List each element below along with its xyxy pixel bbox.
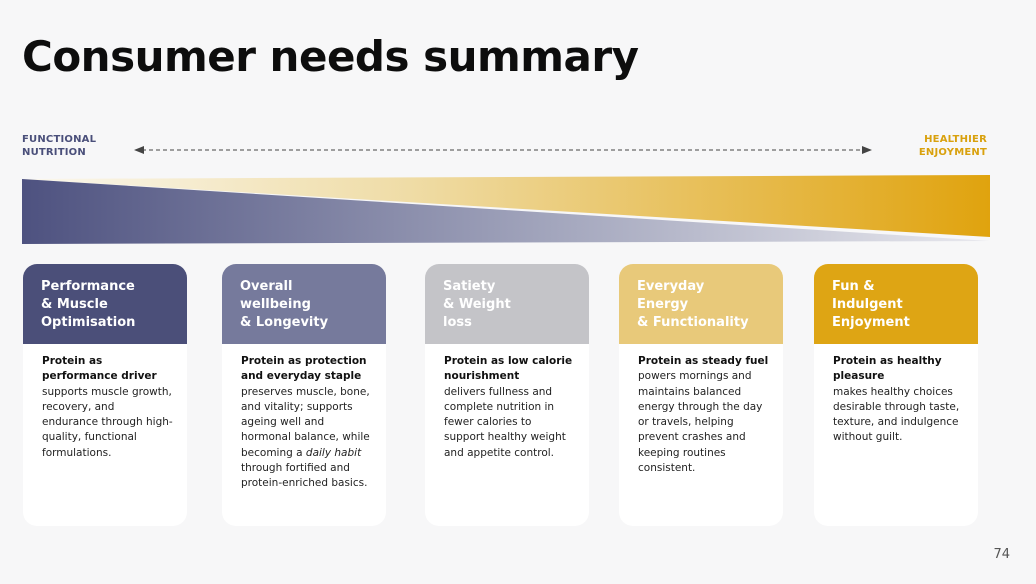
card-body: Protein as protection and everyday stapl… — [222, 344, 386, 492]
card-indulgent: Fun & Indulgent Enjoyment Protein as hea… — [814, 264, 978, 526]
card-heading: Overall wellbeing & Longevity — [222, 264, 386, 344]
axis-label-healthier-enjoyment: HEALTHIER ENJOYMENT — [919, 133, 987, 159]
double-arrow-icon — [134, 146, 872, 154]
card-lead: Protein as steady fuel — [638, 355, 769, 367]
card-body: Protein as healthy pleasure makes health… — [814, 344, 978, 446]
card-lead: Protein as protection and everyday stapl… — [241, 355, 367, 383]
gold-wedge — [22, 175, 990, 237]
card-text-end: through fortified and protein-enriched b… — [241, 462, 368, 490]
blue-wedge — [22, 179, 990, 244]
card-text: supports muscle growth, recovery, and en… — [42, 385, 173, 459]
card-body: Protein as low calorie nourishment deliv… — [425, 344, 589, 461]
card-heading: Fun & Indulgent Enjoyment — [814, 264, 978, 344]
card-text-emphasis: daily habit — [305, 446, 362, 459]
card-performance: Performance & Muscle Optimisation Protei… — [23, 264, 187, 526]
card-text: powers mornings and maintains balanced e… — [638, 370, 763, 475]
card-body: Protein as performance driver supports m… — [23, 344, 187, 461]
axis-right-text: HEALTHIER ENJOYMENT — [918, 134, 987, 158]
axis-left-text: FUNCTIONAL NUTRITION — [22, 134, 97, 158]
card-text: preserves muscle, bone, and vitality; su… — [241, 385, 370, 459]
card-text: makes healthy choices desirable through … — [833, 385, 960, 444]
card-heading: Satiety & Weight loss — [425, 264, 589, 344]
card-lead: Protein as healthy pleasure — [833, 355, 942, 383]
card-text: delivers fullness and complete nutrition… — [444, 385, 566, 459]
card-satiety: Satiety & Weight loss Protein as low cal… — [425, 264, 589, 526]
card-body: Protein as steady fuel powers mornings a… — [619, 344, 783, 476]
card-heading: Performance & Muscle Optimisation — [23, 264, 187, 344]
card-energy: Everyday Energy & Functionality Protein … — [619, 264, 783, 526]
card-lead: Protein as performance driver — [42, 355, 157, 383]
axis-label-functional-nutrition: FUNCTIONAL NUTRITION — [22, 133, 96, 159]
page-number: 74 — [993, 547, 1010, 562]
card-wellbeing: Overall wellbeing & Longevity Protein as… — [222, 264, 386, 526]
spectrum-gradient-graphic — [22, 175, 990, 244]
card-heading: Everyday Energy & Functionality — [619, 264, 783, 344]
page-title: Consumer needs summary — [22, 32, 639, 81]
card-lead: Protein as low calorie nourishment — [444, 355, 573, 383]
